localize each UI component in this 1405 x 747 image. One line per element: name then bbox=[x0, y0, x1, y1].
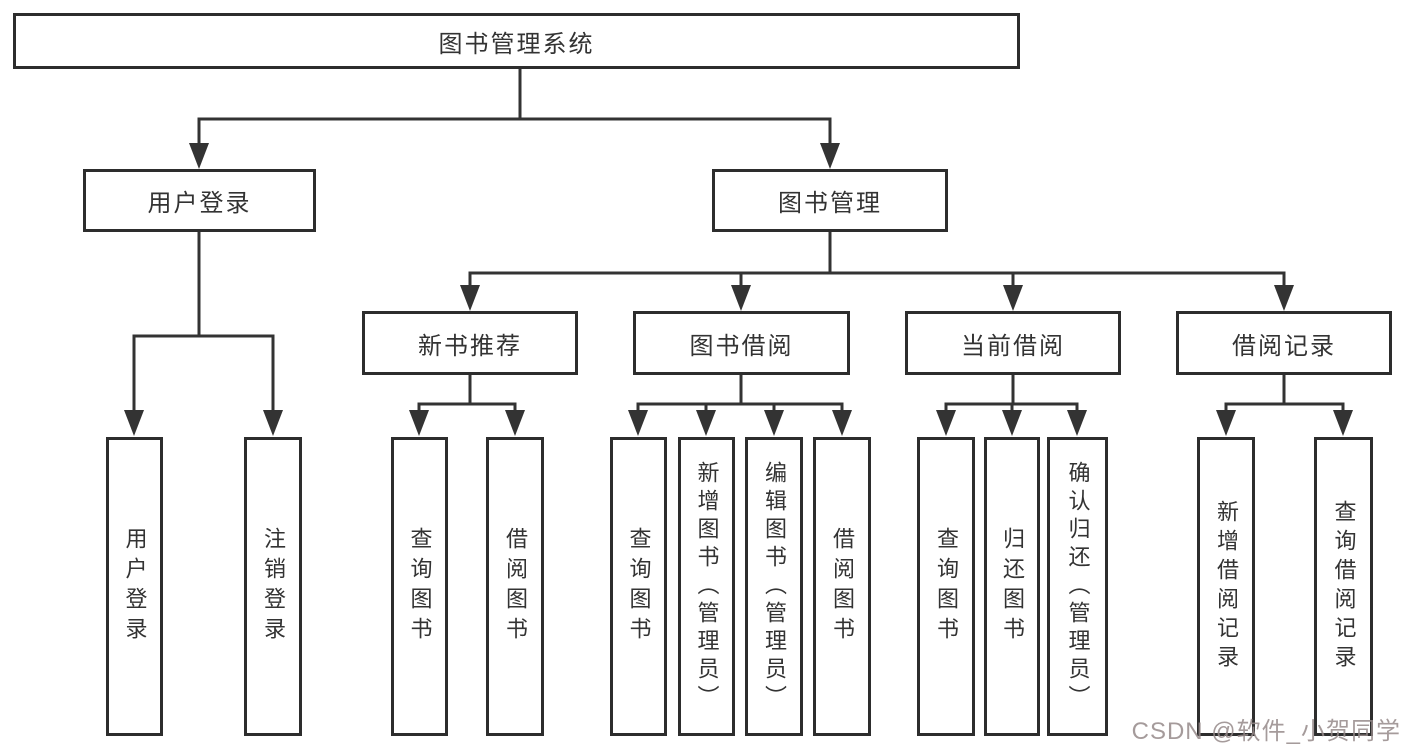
node-book-borrow: 图书借阅 bbox=[633, 311, 850, 375]
leaf-user-login: 用户登录 bbox=[106, 437, 163, 736]
arrowheads-level3 bbox=[460, 285, 1294, 311]
connector-root-to-level2 bbox=[197, 66, 832, 147]
leaf-query-books-borrow: 查询图书 bbox=[610, 437, 667, 736]
leaf-return-book: 归还图书 bbox=[984, 437, 1040, 736]
arrowheads-level2 bbox=[189, 143, 840, 169]
node-library-system: 图书管理系统 bbox=[13, 13, 1020, 69]
leaf-add-book-admin: 新增图书（管理员） bbox=[678, 437, 735, 736]
leaf-logout: 注销登录 bbox=[244, 437, 302, 736]
connector-current-borrow-to-leaves bbox=[944, 373, 1079, 414]
leaf-query-borrow-record: 查询借阅记录 bbox=[1314, 437, 1373, 736]
leaf-query-books-recommend: 查询图书 bbox=[391, 437, 448, 736]
connector-new-book-to-leaves bbox=[417, 373, 517, 414]
connector-book-management-to-level3 bbox=[468, 230, 1286, 289]
node-borrow-records: 借阅记录 bbox=[1176, 311, 1392, 375]
leaf-borrow-books-recommend: 借阅图书 bbox=[486, 437, 544, 736]
leaf-add-borrow-record: 新增借阅记录 bbox=[1197, 437, 1255, 736]
arrowheads-user-login-leaves bbox=[124, 410, 283, 436]
node-user-login: 用户登录 bbox=[83, 169, 316, 232]
csdn-watermark: CSDN @软件_小贺同学 bbox=[1131, 718, 1401, 745]
connector-borrow-records-to-leaves bbox=[1224, 373, 1345, 414]
leaf-edit-book-admin: 编辑图书（管理员） bbox=[745, 437, 803, 736]
leaf-query-books-current: 查询图书 bbox=[917, 437, 975, 736]
connector-user-login-to-leaves bbox=[132, 230, 275, 414]
arrowheads-level4 bbox=[409, 410, 1353, 436]
leaf-borrow-books-borrow: 借阅图书 bbox=[813, 437, 871, 736]
node-current-borrow: 当前借阅 bbox=[905, 311, 1121, 375]
node-book-management: 图书管理 bbox=[712, 169, 948, 232]
connector-book-borrow-to-leaves bbox=[636, 373, 844, 414]
node-new-book-recommend: 新书推荐 bbox=[362, 311, 578, 375]
leaf-confirm-return-admin: 确认归还（管理员） bbox=[1047, 437, 1108, 736]
